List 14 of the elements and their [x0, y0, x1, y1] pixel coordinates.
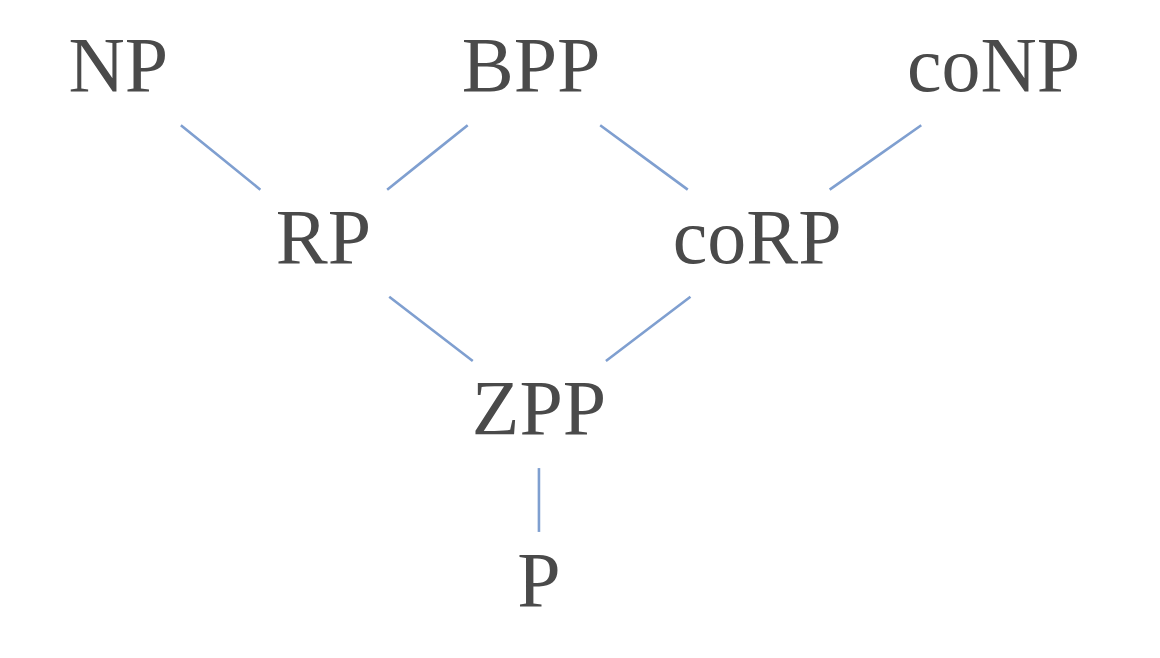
- connector: [385, 124, 468, 191]
- node-text: coRP: [672, 193, 842, 280]
- connector: [598, 124, 688, 191]
- connector: [387, 295, 474, 363]
- node-text: ZPP: [471, 365, 606, 452]
- node-text: P: [516, 536, 561, 623]
- node-text: BPP: [461, 22, 600, 109]
- node-text: coNP: [906, 22, 1080, 109]
- node-text: RP: [275, 193, 371, 280]
- connector: [537, 468, 540, 532]
- connector: [179, 124, 261, 191]
- connector: [828, 124, 922, 191]
- node-text: NP: [67, 22, 168, 109]
- connector: [604, 295, 691, 363]
